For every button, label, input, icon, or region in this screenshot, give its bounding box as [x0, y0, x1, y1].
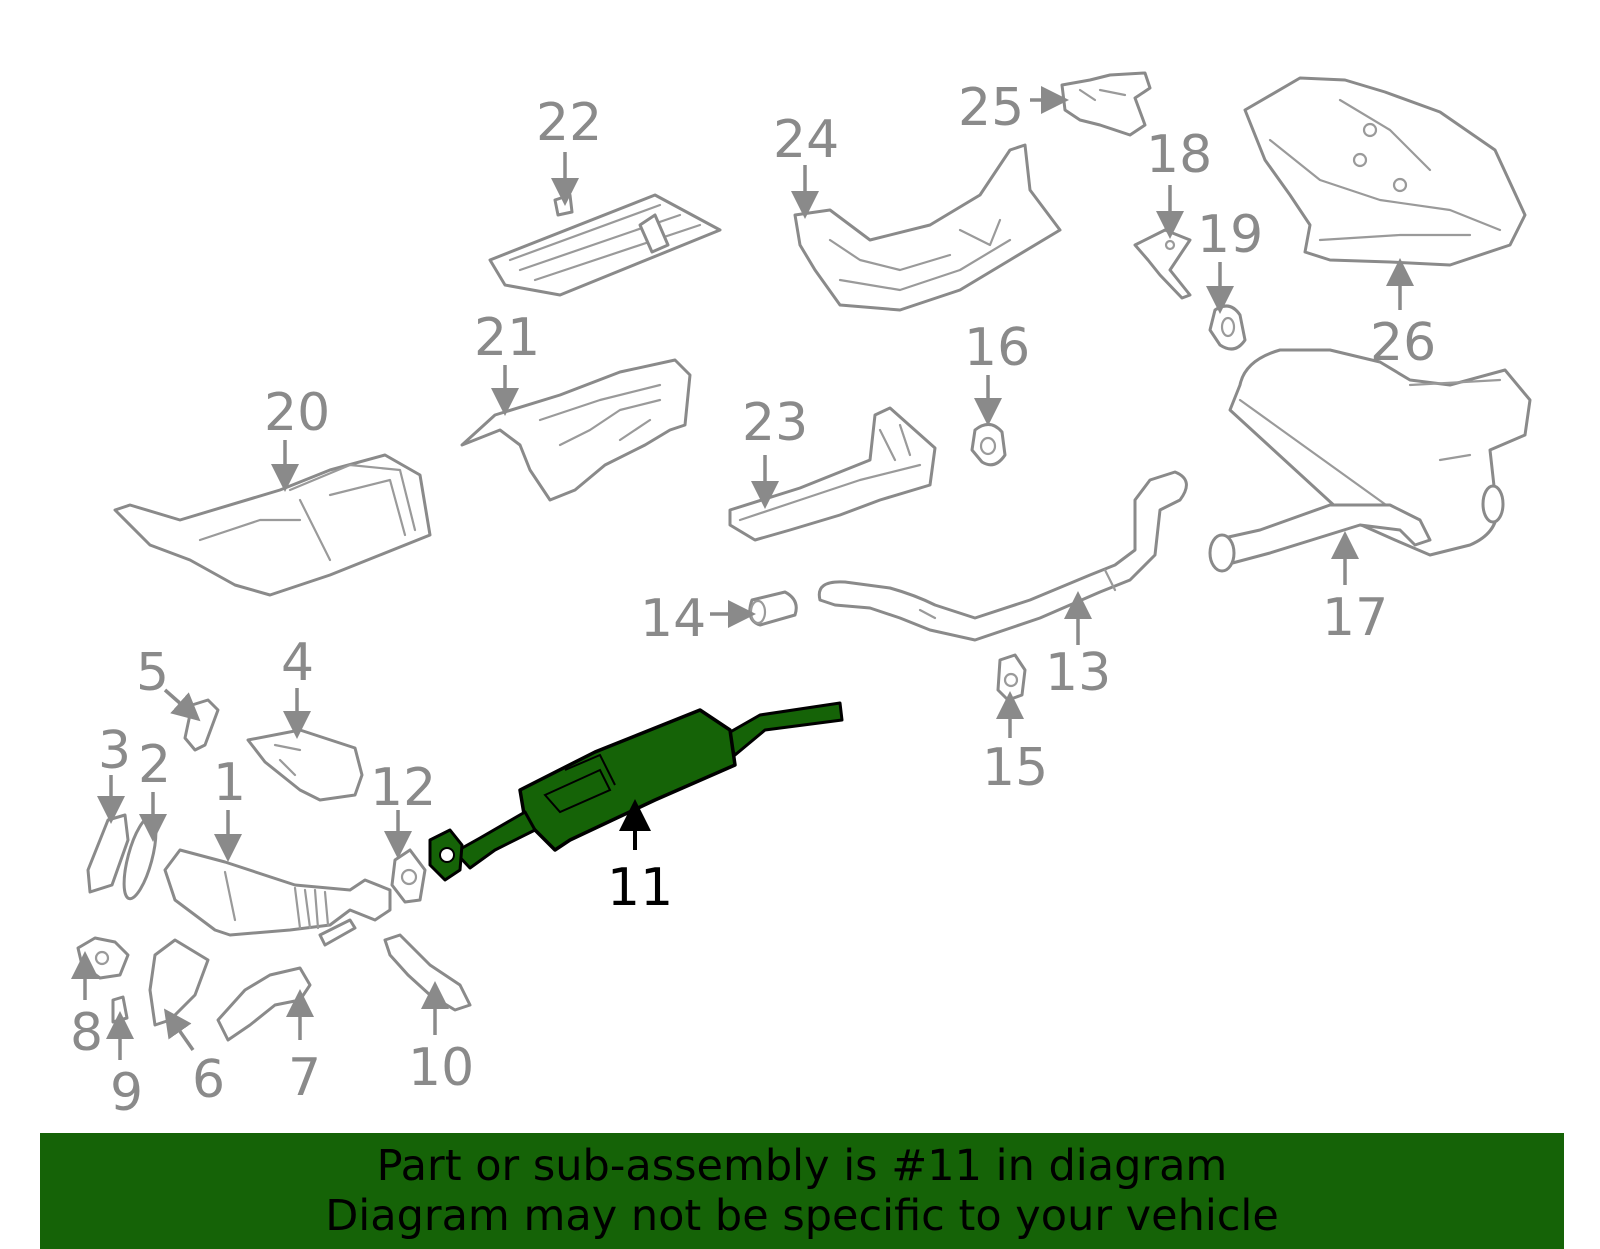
callout-labels: 22 24 25 26 18 19 21 20 23 16 17 13 14 1… — [70, 78, 1436, 1123]
part-19-rubber-insulator[interactable] — [1208, 304, 1247, 351]
callout-21[interactable]: 21 — [474, 308, 540, 368]
callout-20[interactable]: 20 — [264, 383, 330, 443]
callout-6[interactable]: 6 — [192, 1050, 225, 1110]
part-24-tunnel-heat-shield[interactable] — [793, 143, 1062, 312]
callout-1[interactable]: 1 — [213, 753, 246, 813]
callout-16[interactable]: 16 — [964, 318, 1030, 378]
part-18-hanger-bracket[interactable] — [1133, 228, 1192, 300]
part-10-bracket[interactable] — [383, 933, 472, 1012]
part-5-gasket[interactable] — [183, 698, 220, 752]
callout-10[interactable]: 10 — [408, 1038, 474, 1098]
part-4-heat-shield[interactable] — [246, 728, 364, 802]
part-20-heat-shield[interactable] — [113, 453, 432, 597]
part-info-banner: Part or sub-assembly is #11 in diagram D… — [40, 1133, 1564, 1249]
part-11-front-muffler[interactable] — [428, 701, 844, 882]
part-3-clamp[interactable] — [86, 813, 130, 894]
callout-7[interactable]: 7 — [288, 1048, 321, 1108]
callout-12[interactable]: 12 — [370, 758, 436, 818]
callout-22[interactable]: 22 — [536, 93, 602, 153]
part-15-rubber-insulator[interactable] — [996, 653, 1027, 702]
callout-18[interactable]: 18 — [1146, 125, 1212, 185]
callout-24[interactable]: 24 — [773, 110, 839, 170]
callout-14[interactable]: 14 — [640, 589, 706, 649]
callout-3[interactable]: 3 — [98, 721, 131, 781]
callout-25[interactable]: 25 — [958, 78, 1024, 138]
callout-15[interactable]: 15 — [982, 738, 1048, 798]
part-13-intermediate-pipe[interactable] — [817, 470, 1188, 642]
callout-11[interactable]: 11 — [607, 858, 673, 918]
banner-disclaimer: Diagram may not be specific to your vehi… — [325, 1191, 1279, 1241]
callout-4[interactable]: 4 — [281, 633, 314, 693]
callout-leaders — [71, 86, 1414, 1060]
callout-19[interactable]: 19 — [1197, 205, 1263, 265]
callout-23[interactable]: 23 — [742, 393, 808, 453]
callout-8[interactable]: 8 — [70, 1003, 103, 1063]
callout-5[interactable]: 5 — [136, 643, 169, 703]
part-21-heat-shield[interactable] — [460, 358, 692, 502]
part-16-rubber-insulator[interactable] — [970, 423, 1007, 467]
part-25-bracket[interactable] — [1060, 71, 1152, 137]
part-12-gasket[interactable] — [390, 848, 427, 904]
callout-17[interactable]: 17 — [1322, 588, 1388, 648]
part-1-catalytic-converter[interactable] — [163, 848, 392, 947]
part-23-heat-shield[interactable] — [728, 406, 937, 542]
part-22-floor-heat-shield[interactable] — [488, 193, 722, 297]
part-7-bracket[interactable] — [216, 966, 312, 1042]
part-6-bracket[interactable] — [148, 938, 210, 1027]
callout-9[interactable]: 9 — [110, 1063, 143, 1123]
callout-26[interactable]: 26 — [1370, 313, 1436, 373]
part-26-rear-heat-shield[interactable] — [1243, 76, 1527, 267]
part-9-bolt[interactable] — [111, 995, 129, 1024]
banner-part-message: Part or sub-assembly is #11 in diagram — [376, 1141, 1228, 1191]
part-17-rear-muffler[interactable] — [1208, 348, 1532, 573]
part-14-clamp[interactable] — [748, 590, 798, 627]
callout-2[interactable]: 2 — [138, 735, 171, 795]
callout-13[interactable]: 13 — [1045, 643, 1111, 703]
